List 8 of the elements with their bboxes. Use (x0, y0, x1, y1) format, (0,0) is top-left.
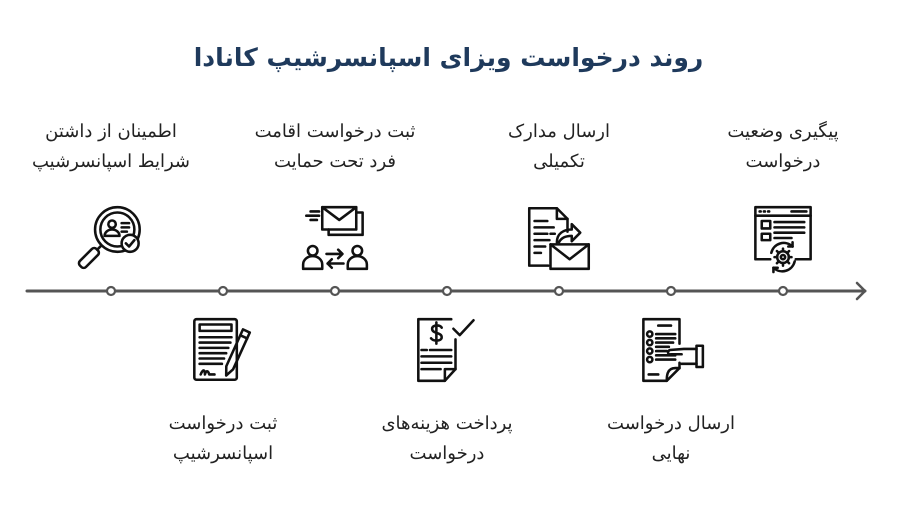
step-label: ارسال درخواست نهایی (587, 409, 755, 469)
step-label: اطمینان از داشتن شرایط اسپانسرشیپ (30, 117, 192, 177)
diagram-title: روند درخواست ویزای اسپانسرشیپ کانادا (194, 42, 704, 74)
step-label: پرداخت هزینه‌های درخواست (353, 409, 541, 469)
step-label: ارسال مدارک تکمیلی (486, 117, 632, 177)
step-label: ثبت درخواست اقامت فرد تحت حمایت (246, 117, 424, 177)
step-label: پیگیری وضعیت درخواست (699, 117, 867, 177)
step-label: ثبت درخواست اسپانسرشیپ (140, 409, 306, 469)
